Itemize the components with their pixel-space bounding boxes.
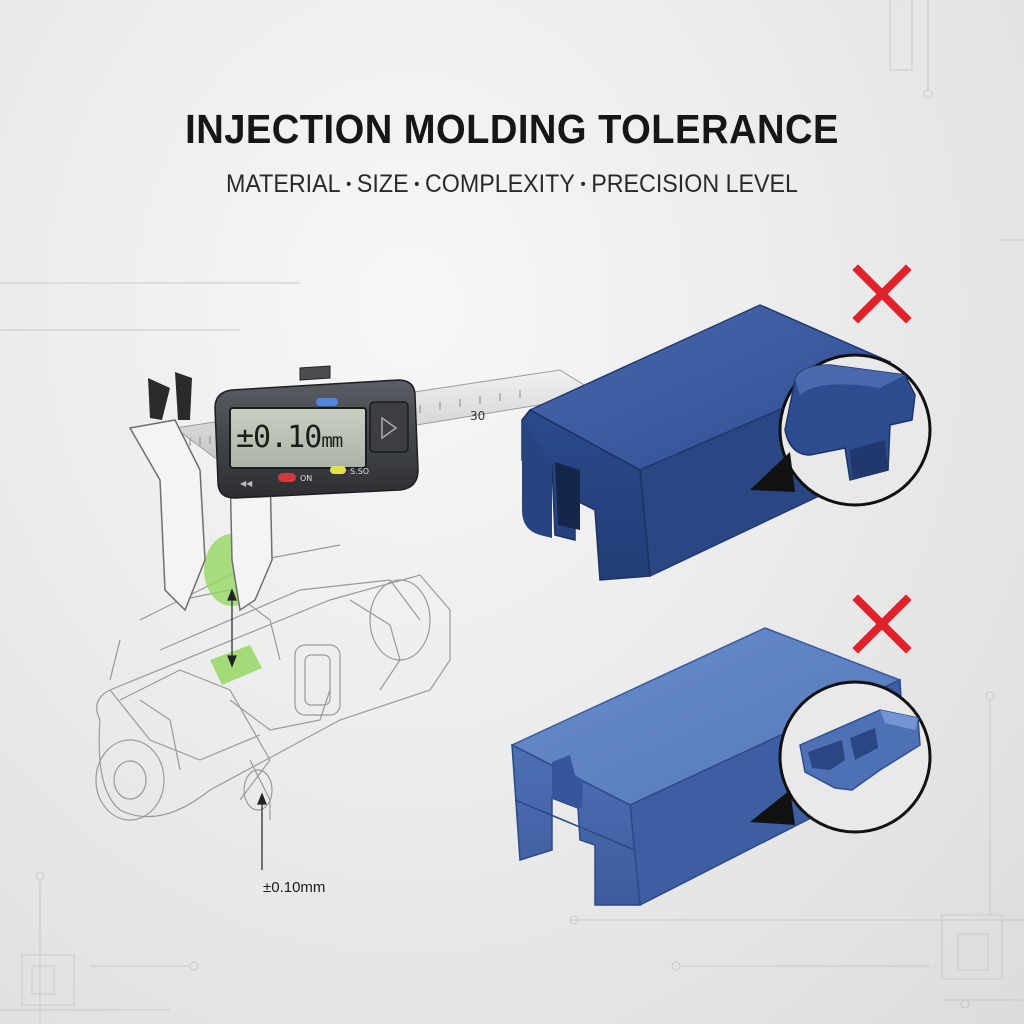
lcd-reading: ±0.10mm — [236, 416, 366, 460]
x-mark-icon — [852, 264, 912, 324]
scale-label-30: 30 — [470, 409, 485, 423]
lcd-value: ±0.10 — [236, 420, 322, 455]
tolerance-highlight-bottom — [210, 645, 262, 685]
separator-dot: • — [346, 176, 352, 193]
svg-text:◀◀: ◀◀ — [240, 479, 253, 488]
page-title: INJECTION MOLDING TOLERANCE — [185, 106, 839, 152]
factor-precision-level: PRECISION LEVEL — [591, 170, 798, 198]
caliper-thumb-wheel — [299, 365, 331, 381]
caliper-on-label: ON — [300, 474, 312, 483]
caliper-side-button — [369, 401, 409, 453]
caliper-inside-jaw-right — [175, 372, 192, 420]
detail-circle-2 — [750, 680, 932, 834]
detail-circle-1 — [750, 353, 932, 507]
separator-dot: • — [414, 176, 420, 193]
caliper-inside-jaw-left — [148, 378, 170, 420]
x-mark-icon — [852, 594, 912, 654]
caliper-top-indicator — [316, 398, 338, 406]
caliper-on-button — [278, 473, 296, 482]
caliper-zero-button — [330, 466, 346, 474]
lcd-screen — [229, 407, 367, 469]
page-subtitle: MATERIAL•SIZE•COMPLEXITY•PRECISION LEVEL — [36, 170, 988, 199]
separator-dot: • — [580, 176, 586, 193]
factor-complexity: COMPLEXITY — [424, 170, 575, 198]
factor-size: SIZE — [356, 170, 409, 198]
lcd-unit: mm — [321, 430, 343, 452]
tolerance-callout-label: ±0.10mm — [263, 879, 326, 896]
factor-material: MATERIAL — [225, 170, 341, 198]
caliper-zero-label: S.SO — [350, 467, 369, 476]
caliper-fixed-jaw — [128, 419, 206, 612]
